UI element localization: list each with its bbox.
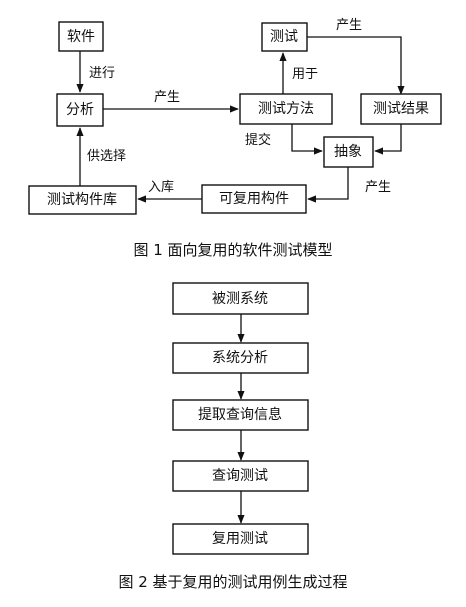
- svg-text:分析: 分析: [66, 102, 94, 118]
- node-analysis: 分析: [56, 93, 104, 127]
- node-abstraction: 抽象: [323, 136, 374, 168]
- node-test-component-library: 测试构件库: [28, 185, 137, 215]
- node-software: 软件: [58, 21, 104, 52]
- edge-label-into-library: 入库: [148, 179, 174, 195]
- edge-label-used-for: 用于: [292, 67, 318, 82]
- svg-text:复用测试: 复用测试: [212, 530, 268, 547]
- svg-text:抽象: 抽象: [334, 144, 362, 160]
- node-test-result: 测试结果: [360, 93, 442, 125]
- svg-text:可复用构件: 可复用构件: [219, 190, 289, 207]
- figure2-caption: 图 2 基于复用的测试用例生成过程: [118, 573, 347, 591]
- svg-text:测试方法: 测试方法: [258, 101, 314, 117]
- node-reusable-component: 可复用构件: [201, 184, 307, 214]
- step-reuse-test: 复用测试: [172, 523, 309, 555]
- edge-abstraction-to-reusable-component: [307, 167, 349, 203]
- edge-label-produce-method: 产生: [154, 90, 180, 105]
- step-system-analysis: 系统分析: [172, 342, 309, 374]
- svg-text:测试构件库: 测试构件库: [47, 192, 117, 208]
- step-extract-query-info: 提取查询信息: [172, 399, 309, 431]
- svg-text:被测系统: 被测系统: [212, 291, 268, 307]
- svg-text:提取查询信息: 提取查询信息: [198, 406, 282, 423]
- edge-label-produce-component: 产生: [365, 180, 391, 195]
- svg-text:测试: 测试: [270, 29, 298, 45]
- node-test: 测试: [261, 22, 308, 52]
- edge-label-conduct: 进行: [89, 66, 115, 81]
- figure1-caption: 图 1 面向复用的软件测试模型: [133, 241, 332, 259]
- edge-label-for-selection: 供选择: [87, 149, 126, 164]
- figure2-reuse-test-case-generation: 被测系统 系统分析 提取查询信息 查询测试 复用测试 图 2 基于复用的测试用例…: [118, 282, 348, 591]
- svg-text:查询测试: 查询测试: [212, 468, 268, 484]
- edge-test-result-to-abstraction: [374, 124, 402, 155]
- svg-text:测试结果: 测试结果: [373, 101, 429, 117]
- svg-text:系统分析: 系统分析: [212, 350, 268, 366]
- figure1-reuse-oriented-test-model: 进行 产生 用于 产生 提交 产生 入库 供选择 软件 分析 测试方法 测试 测…: [28, 18, 442, 259]
- edge-test-method-to-abstraction: [291, 124, 323, 155]
- edge-label-submit: 提交: [245, 132, 271, 148]
- edge-test-to-test-result: [307, 36, 405, 95]
- step-query-test: 查询测试: [172, 460, 309, 492]
- edge-label-produce-result: 产生: [336, 18, 362, 33]
- svg-text:软件: 软件: [67, 29, 95, 45]
- step-system-under-test: 被测系统: [172, 282, 309, 315]
- node-test-method: 测试方法: [239, 93, 333, 125]
